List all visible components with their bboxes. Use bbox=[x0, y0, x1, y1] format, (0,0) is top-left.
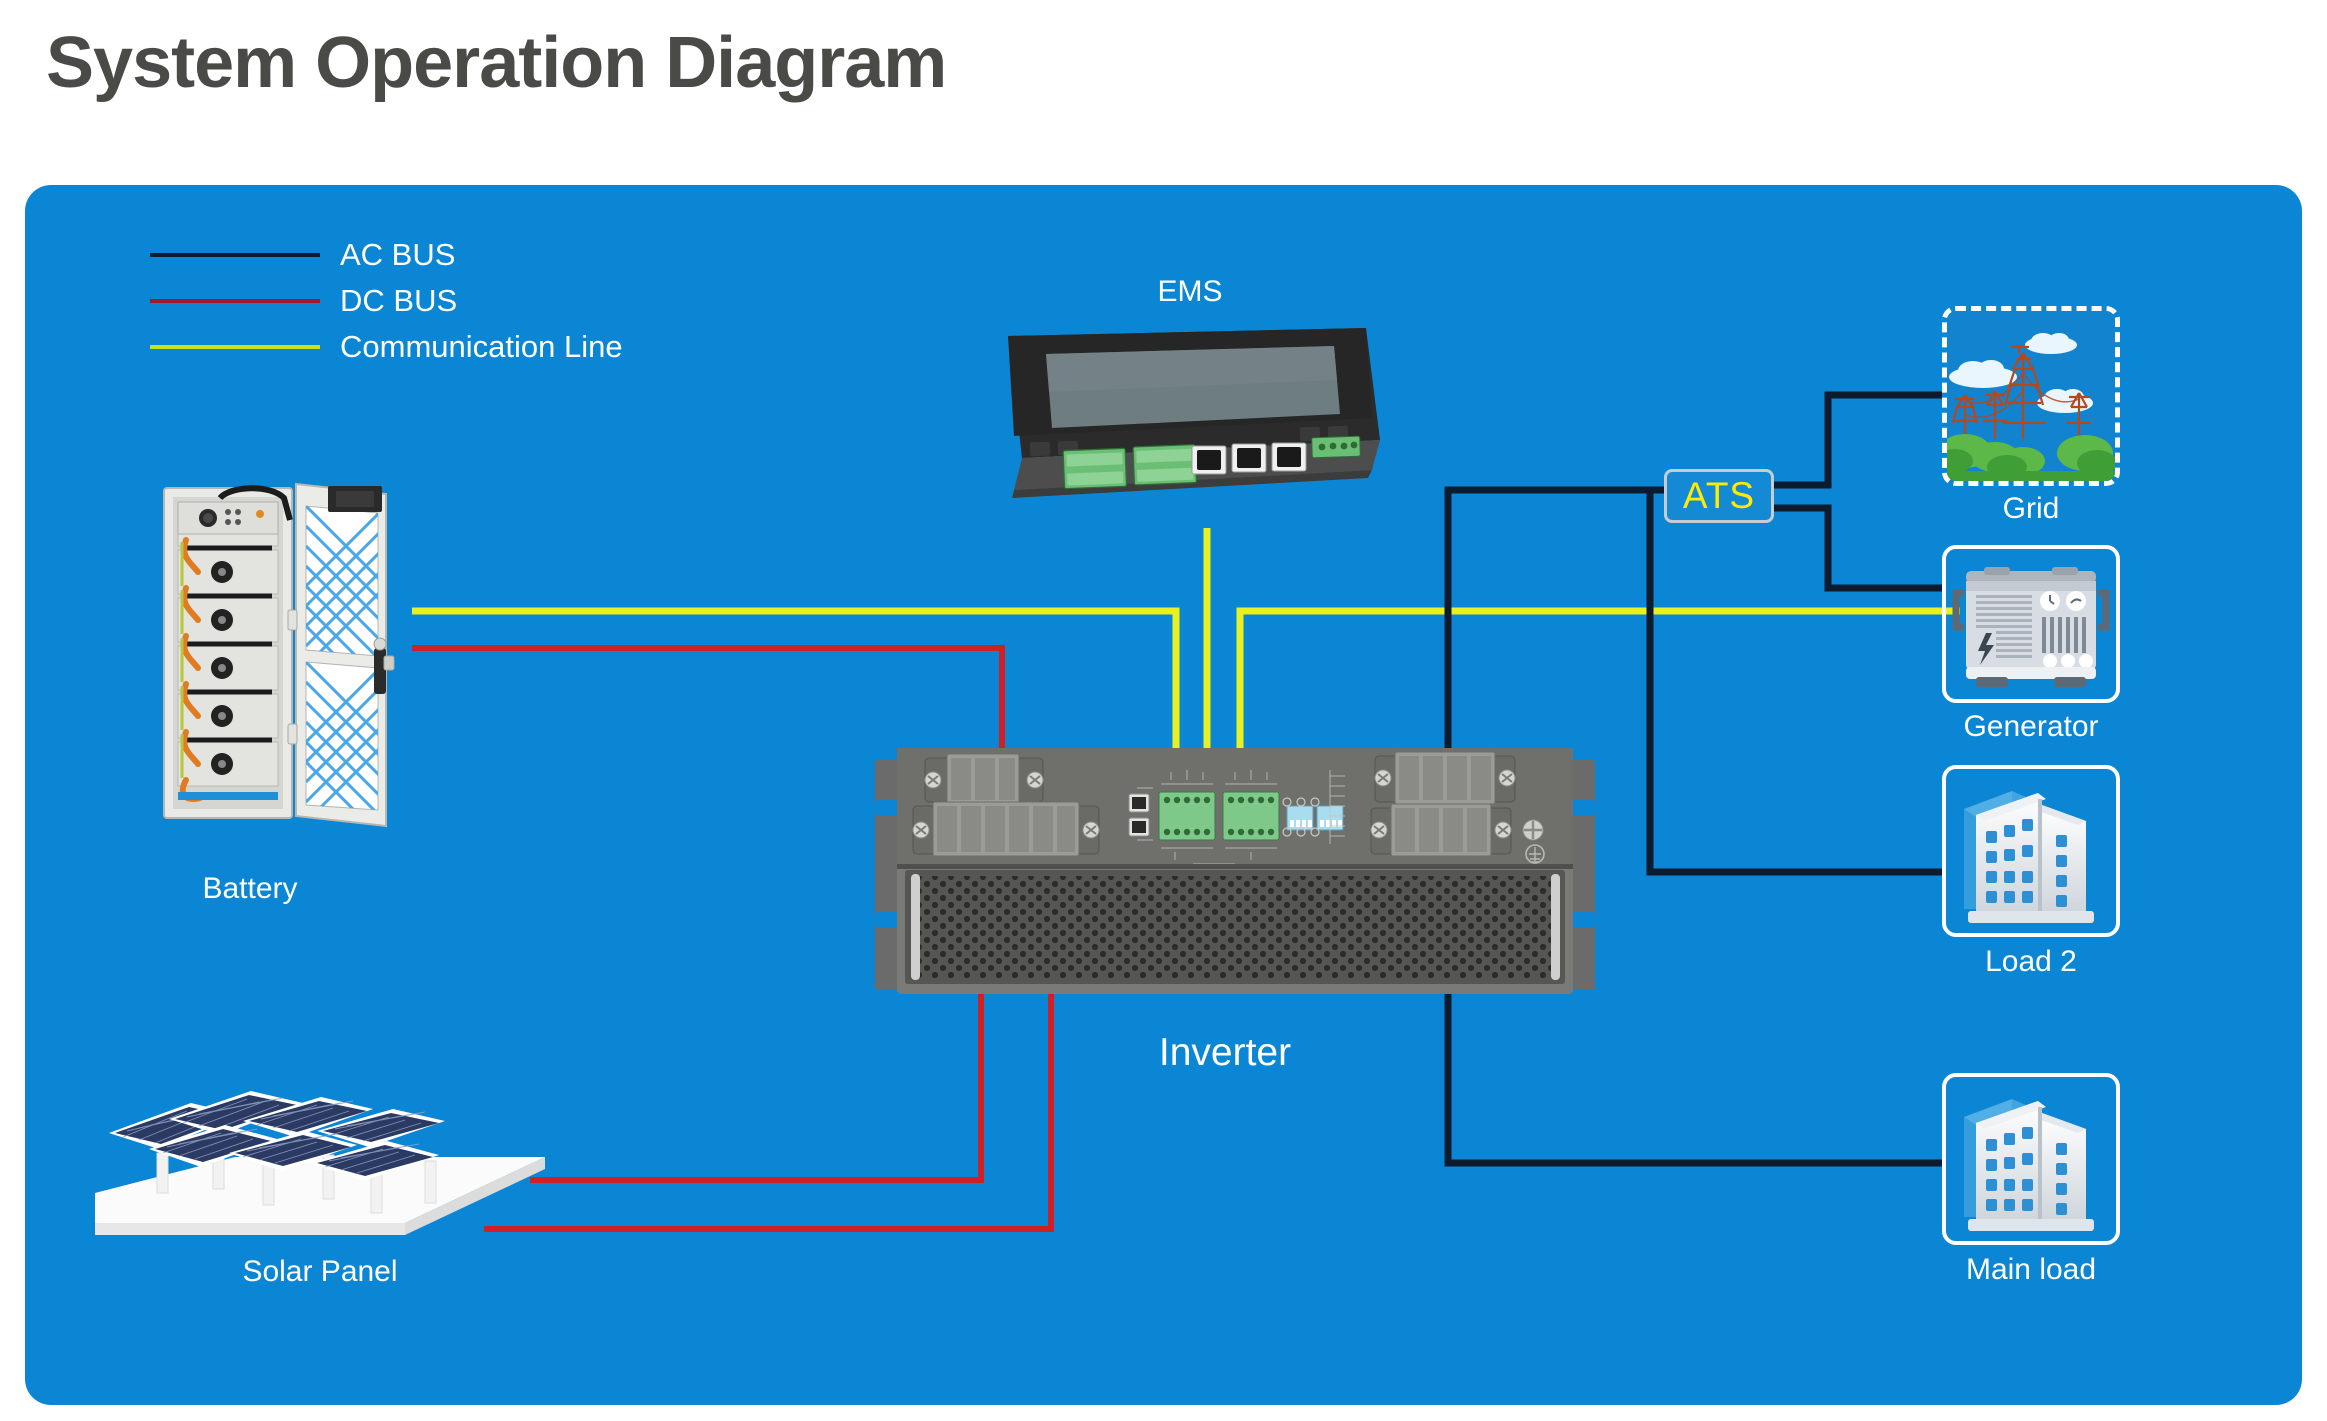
solar-array[interactable] bbox=[95, 1075, 545, 1250]
dc-wire-battery-inverter bbox=[412, 645, 1005, 760]
grid-label: Grid bbox=[2002, 492, 2060, 525]
page-title: System Operation Diagram bbox=[46, 23, 947, 103]
ems-label: EMS bbox=[1157, 275, 1223, 308]
generator-tile[interactable] bbox=[1942, 545, 2120, 703]
battery-cabinet-icon bbox=[163, 482, 395, 828]
inverter-device[interactable] bbox=[875, 740, 1595, 1010]
ems-device[interactable] bbox=[1000, 318, 1380, 528]
ats-switch[interactable]: ATS bbox=[1664, 469, 1774, 523]
ac-wire-ats-grid bbox=[1774, 391, 1942, 489]
ems-touch-panel-icon bbox=[1008, 328, 1380, 498]
solar-array-icon bbox=[95, 1091, 545, 1235]
ac-wire-inverter-ats bbox=[1444, 486, 1664, 757]
diesel-generator-icon bbox=[1952, 567, 2110, 687]
battery-cabinet[interactable] bbox=[160, 480, 440, 840]
line-swatch-icon bbox=[150, 345, 320, 349]
load2-label: Load 2 bbox=[1985, 945, 2077, 978]
legend-item-communication-line: Communication Line bbox=[150, 324, 670, 370]
load2-tile[interactable] bbox=[1942, 765, 2120, 937]
inverter-label: Inverter bbox=[1158, 1031, 1292, 1074]
line-swatch-icon bbox=[150, 253, 320, 257]
legend-item-label: AC BUS bbox=[340, 237, 456, 272]
legend-item-dc-bus: DC BUS bbox=[150, 278, 670, 324]
line-swatch-icon bbox=[150, 299, 320, 303]
generator-label: Generator bbox=[1963, 710, 2099, 743]
legend: AC BUS DC BUS Communication Line bbox=[150, 232, 670, 370]
main-load-tile[interactable] bbox=[1942, 1073, 2120, 1245]
power-grid-towers-icon bbox=[1947, 311, 2115, 481]
main-load-label: Main load bbox=[1965, 1253, 2097, 1286]
rack-inverter-icon bbox=[875, 748, 1595, 994]
buildings-icon bbox=[1964, 791, 2094, 923]
battery-label: Battery bbox=[202, 872, 298, 905]
legend-item-ac-bus: AC BUS bbox=[150, 232, 670, 278]
solar-panel-label: Solar Panel bbox=[242, 1255, 398, 1288]
ats-label: ATS bbox=[1682, 475, 1756, 516]
legend-item-label: Communication Line bbox=[340, 329, 623, 364]
legend-item-label: DC BUS bbox=[340, 283, 458, 318]
ac-wire-ats-generator bbox=[1774, 504, 1942, 592]
buildings-icon bbox=[1964, 1099, 2094, 1231]
ac-wire-inverter-load2 bbox=[1459, 486, 1942, 876]
grid-tile[interactable] bbox=[1942, 306, 2120, 486]
